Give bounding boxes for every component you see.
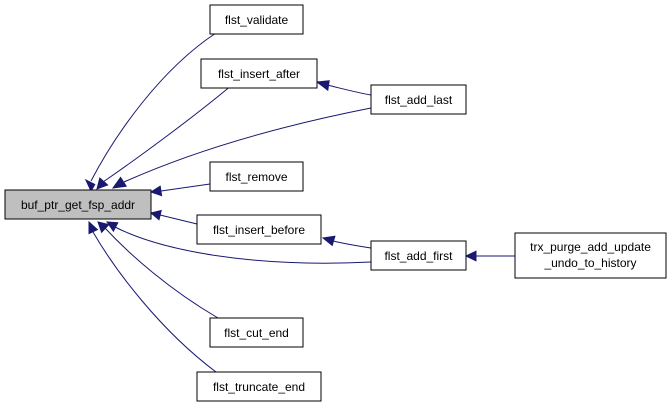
node-label: flst_insert_before [213,223,305,237]
node-flst-validate[interactable]: flst_validate [209,4,304,35]
node-label: flst_insert_after [218,67,300,81]
node-label: buf_ptr_get_fsp_addr [21,198,135,212]
edge-add-last-to-root [111,107,372,189]
edge-insert-before-to-root [149,209,198,225]
node-flst-add-last[interactable]: flst_add_last [370,84,467,115]
node-flst-add-first[interactable]: flst_add_first [370,240,467,271]
edge-trx-purge-to-add-first [464,250,515,262]
edge-add-first-to-insert-before [321,235,372,249]
edge-remove-to-root [149,183,211,197]
node-label-line-1: trx_purge_add_update [530,240,651,254]
edge-add-first-to-root [105,221,372,264]
node-label-line-2: _undo_to_history [543,256,636,270]
edge-validate-to-root [84,32,217,193]
node-trx-purge-add-update-undo-to-history[interactable]: trx_purge_add_update _undo_to_history [514,232,667,279]
node-flst-cut-end[interactable]: flst_cut_end [209,317,304,348]
node-flst-remove[interactable]: flst_remove [209,161,304,192]
edge-add-last-to-insert-after [315,80,372,96]
node-label: flst_add_first [384,249,453,263]
node-flst-insert-after[interactable]: flst_insert_after [200,58,318,89]
edge-truncate-end-to-root [88,220,217,373]
edge-insert-after-to-root [96,84,233,190]
node-label: flst_truncate_end [213,380,305,394]
node-label: flst_cut_end [224,326,289,340]
node-label: flst_add_last [385,93,453,107]
node-buf-ptr-get-fsp-addr[interactable]: buf_ptr_get_fsp_addr [4,189,152,220]
node-label: flst_validate [225,13,289,27]
node-label: flst_remove [225,170,287,184]
edge-cut-end-to-root [97,221,219,319]
node-flst-insert-before[interactable]: flst_insert_before [196,214,322,245]
node-flst-truncate-end[interactable]: flst_truncate_end [196,371,322,402]
